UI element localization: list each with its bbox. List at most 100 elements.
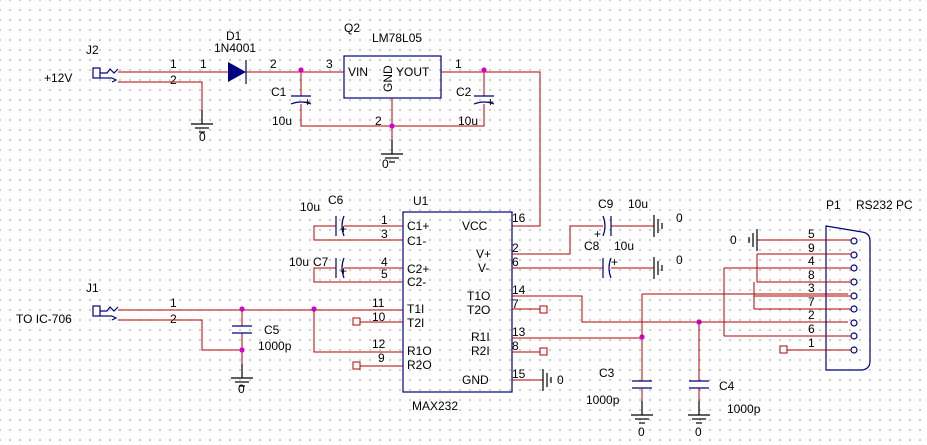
ground-symbol — [542, 368, 552, 392]
ground-label: 0 — [382, 157, 389, 171]
u1-num-1: 1 — [381, 213, 388, 227]
u1-pin-vcc: VCC — [462, 219, 488, 233]
u1-num-8: 8 — [512, 339, 519, 353]
c3-capacitor: C3 1000p — [586, 366, 652, 407]
u1-pin-c1m: C1- — [407, 234, 426, 248]
junction-dot — [389, 123, 395, 129]
no-connect-marker — [539, 347, 548, 356]
svg-text:+: + — [304, 95, 311, 109]
c8-ref: C8 — [584, 239, 600, 253]
q2-gnd: GND — [381, 65, 395, 92]
u1-pin-gnd: GND — [462, 373, 489, 387]
c9-capacitor: + C9 10u 0 — [512, 197, 683, 255]
svg-text:+: + — [487, 95, 494, 109]
p1-pin-9: 9 — [808, 241, 815, 255]
ground-label: 0 — [676, 253, 683, 267]
svg-text:+: + — [594, 227, 601, 241]
c2-capacitor: + C2 10u — [456, 85, 495, 128]
ground-label: 0 — [238, 382, 245, 396]
p1-ref: P1 — [826, 198, 841, 212]
svg-text:+: + — [340, 264, 347, 278]
p1-pin-4: 4 — [808, 254, 815, 268]
q2-value: LM78L05 — [372, 31, 422, 45]
ground-symbol — [653, 214, 663, 238]
u1-pin-r1o: R1O — [407, 344, 432, 358]
u1-num-2: 2 — [512, 241, 519, 255]
u1-pin-t2i: T2I — [407, 316, 424, 330]
q2-ref: Q2 — [344, 21, 360, 35]
net-1-label-b: 1 — [455, 57, 462, 71]
no-connect-marker — [352, 317, 361, 326]
c7-value: 10u — [289, 255, 309, 269]
no-connect-marker — [352, 361, 361, 370]
no-connect-marker — [539, 305, 548, 314]
junction-dot — [481, 67, 487, 73]
c4-value: 1000p — [727, 402, 761, 416]
c4-ref: C4 — [719, 379, 735, 393]
j2-pin2: 2 — [170, 73, 177, 87]
c6-value: 10u — [300, 200, 320, 214]
u1-pin-t1o: T1O — [467, 289, 490, 303]
j1-jack: J1 TO IC-706 1 2 — [16, 281, 177, 326]
u1-num-7: 7 — [512, 297, 519, 311]
j1-value: TO IC-706 — [16, 312, 72, 326]
c1-capacitor: + C1 10u — [271, 72, 485, 128]
svg-text:+: + — [340, 222, 347, 236]
p1-pin-1: 1 — [808, 336, 815, 350]
j2-pin1: 1 — [170, 57, 177, 71]
c6-ref: C6 — [328, 193, 344, 207]
u1-num-11: 11 — [372, 296, 385, 310]
q2-regulator: Q2 LM78L05 VIN YOUT GND 2 — [343, 21, 442, 128]
u1-num-12: 12 — [372, 337, 386, 351]
c1-ref: C1 — [271, 85, 287, 99]
j2-value: +12V — [44, 71, 72, 85]
u1-num-4: 4 — [381, 255, 388, 269]
ground-label: 0 — [199, 130, 206, 144]
j2-jack: J2 +12V 1 2 — [44, 43, 177, 87]
c8-value: 10u — [614, 239, 634, 253]
no-connect-marker — [779, 345, 788, 354]
u1-num-16: 16 — [512, 211, 526, 225]
d1-value: 1N4001 — [214, 41, 256, 55]
ground-symbol — [653, 256, 663, 280]
p1-pin-2: 2 — [808, 308, 815, 322]
c8-capacitor: + C8 10u 0 — [512, 239, 683, 280]
u1-pin-r2i: R2I — [471, 344, 490, 358]
u1-pin-r1i: R1I — [471, 330, 490, 344]
u1-pin-c2p: C2+ — [407, 262, 429, 276]
net-3-label: 3 — [326, 57, 333, 71]
j1-pin1: 1 — [170, 296, 177, 310]
c9-ref: C9 — [598, 197, 614, 211]
junction-dot — [239, 306, 245, 312]
p1-value: RS232 PC — [856, 198, 913, 212]
ground-label: 0 — [695, 425, 702, 439]
ground-symbol — [748, 228, 758, 252]
u1-pin-r2o: R2O — [407, 358, 432, 372]
p1-db9-connector: P1 RS232 PC 5 9 4 8 3 7 2 6 1 — [808, 198, 913, 371]
junction-dot — [239, 347, 245, 353]
c7-ref: C7 — [313, 255, 329, 269]
u1-num-14: 14 — [512, 283, 526, 297]
junction-dot — [298, 67, 304, 73]
ground-symbol — [687, 400, 711, 424]
u1-num-3: 3 — [381, 227, 388, 241]
u1-num-6: 6 — [512, 255, 519, 269]
u1-num-5: 5 — [381, 267, 388, 281]
c5-capacitor: C5 1000p — [232, 310, 292, 364]
u1-num-10: 10 — [372, 310, 386, 324]
net-1-label: 1 — [200, 57, 207, 71]
u1-num-9: 9 — [378, 351, 385, 365]
svg-text:+: + — [611, 255, 618, 269]
u1-pin-c1p: C1+ — [407, 219, 429, 233]
c4-capacitor: C4 1000p — [689, 379, 761, 416]
q2-vout: YOUT — [396, 65, 430, 79]
j2-ref: J2 — [86, 43, 99, 57]
p1-pin-3: 3 — [808, 281, 815, 295]
p1-pin-7: 7 — [808, 295, 815, 309]
c2-ref: C2 — [456, 85, 472, 99]
junction-dot — [311, 306, 317, 312]
c7-capacitor: + C7 10u — [289, 255, 403, 283]
u1-pin-vminus: V- — [478, 261, 489, 275]
